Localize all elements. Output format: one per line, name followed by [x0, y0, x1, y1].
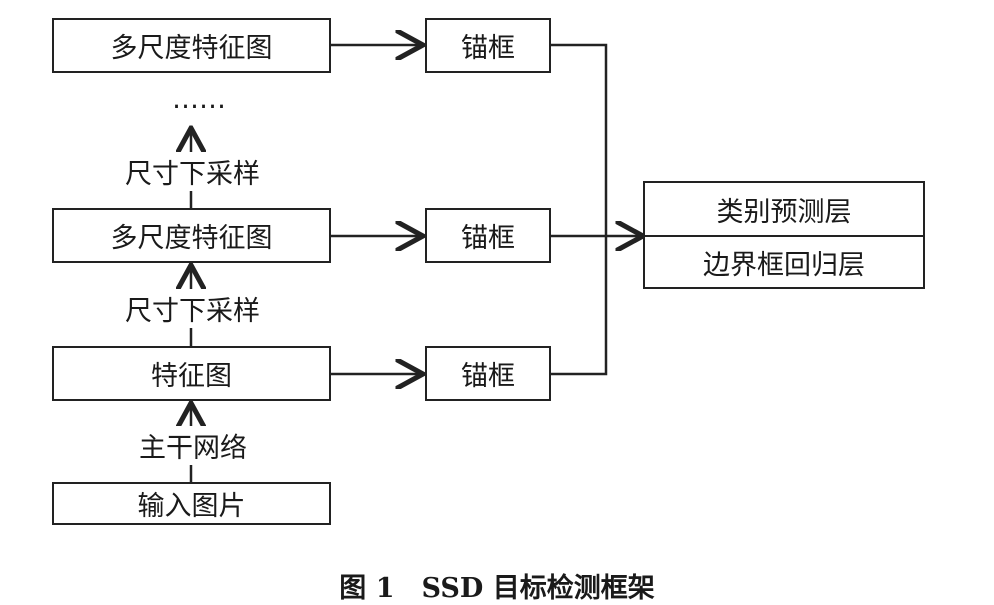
node-class-prediction-layer: 类别预测层 [645, 183, 923, 235]
node-label: 锚框 [461, 223, 515, 254]
figure-caption: 图 1 SSD 目标检测框架 [339, 573, 655, 604]
node-multi-scale-feature-map-mid: 多尺度特征图 [52, 208, 331, 263]
node-label: 边界框回归层 [703, 249, 865, 281]
node-feature-map: 特征图 [52, 346, 331, 401]
node-label: 特征图 [151, 361, 232, 392]
node-label: 多尺度特征图 [110, 33, 273, 64]
node-label: 多尺度特征图 [110, 223, 273, 254]
node-bbox-regression-layer: 边界框回归层 [645, 237, 923, 287]
edge-label-ellipsis: …… [170, 84, 228, 115]
node-label: 锚框 [461, 33, 515, 64]
node-anchor-mid: 锚框 [425, 208, 551, 263]
node-label: 类别预测层 [716, 196, 852, 228]
node-anchor-bottom: 锚框 [425, 346, 551, 401]
node-label: 输入图片 [137, 491, 246, 522]
edge-label-downsample-lower: 尺寸下采样 [123, 289, 262, 328]
edge-label-downsample-upper: 尺寸下采样 [123, 152, 262, 191]
node-input-image: 输入图片 [52, 482, 331, 525]
edge-label-backbone: 主干网络 [137, 426, 249, 465]
node-anchor-top: 锚框 [425, 18, 551, 73]
layer-divider [645, 235, 923, 237]
node-label: 锚框 [461, 361, 515, 392]
node-multi-scale-feature-map-top: 多尺度特征图 [52, 18, 331, 73]
node-prediction-layers: 类别预测层 边界框回归层 [643, 181, 925, 289]
connector-anchor-top [550, 43, 608, 376]
